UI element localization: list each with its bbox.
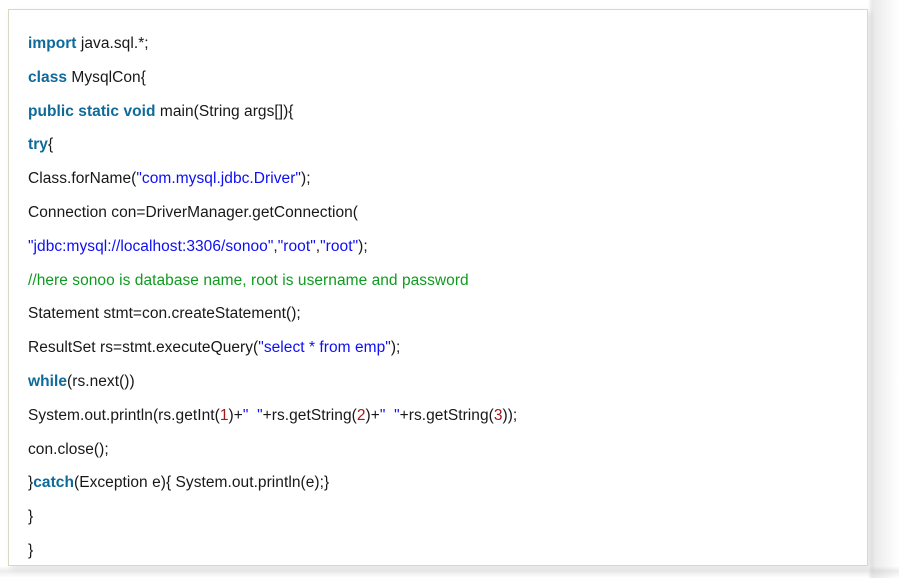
code-line: Connection con=DriverManager.getConnecti…: [28, 196, 867, 230]
code-token-keyword: try: [28, 136, 48, 154]
code-token-plain: (rs.next()): [67, 372, 135, 390]
code-token-string: "select * from emp": [258, 339, 391, 357]
code-token-number: 2: [356, 406, 366, 424]
code-line: try{: [28, 128, 867, 162]
code-token-plain: java.sql.*;: [76, 35, 149, 52]
code-line: //here sonoo is database name, root is u…: [28, 264, 867, 298]
code-token-keyword: catch: [33, 474, 74, 492]
code-line: }: [28, 500, 867, 534]
code-line: import java.sql.*;: [28, 27, 867, 61]
code-token-plain: ,: [315, 237, 321, 255]
code-line: public static void main(String args[]){: [28, 95, 867, 129]
code-line: System.out.println(rs.getInt(1)+" "+rs.g…: [28, 399, 867, 433]
code-line: }: [28, 534, 867, 565]
code-token-plain: }: [28, 541, 34, 559]
code-token-string: " ": [242, 406, 263, 424]
code-line: class MysqlCon{: [28, 61, 867, 95]
code-token-number: 1: [219, 406, 229, 424]
code-token-string: "root": [320, 237, 359, 255]
code-token-string: "root": [277, 237, 316, 255]
code-token-plain: +rs.getString(: [262, 406, 357, 424]
code-token-comment: //here sonoo is database name, root is u…: [28, 271, 469, 289]
code-token-plain: ,: [273, 237, 278, 255]
code-line: con.close();: [28, 433, 867, 467]
code-token-keyword: public static void: [28, 102, 156, 120]
code-token-plain: Class.forName(: [28, 170, 137, 188]
code-token-plain: );: [390, 339, 401, 357]
code-token-string: " ": [379, 406, 400, 424]
code-token-plain: ));: [502, 406, 518, 424]
code-token-plain: Statement stmt=con.createStatement();: [28, 305, 301, 323]
code-token-keyword: while: [28, 372, 68, 390]
code-token-plain: {: [47, 136, 54, 154]
code-token-plain: (Exception e){ System.out.println(e);}: [73, 474, 330, 492]
code-token-plain: )+: [365, 406, 380, 424]
code-line: ResultSet rs=stmt.executeQuery("select *…: [28, 331, 867, 365]
code-token-plain: main(String args[]){: [155, 102, 294, 120]
code-token-keyword: class: [28, 68, 68, 86]
code-token-plain: }: [28, 474, 34, 492]
code-token-plain: Connection con=DriverManager.getConnecti…: [28, 203, 358, 221]
code-token-string: "jdbc:mysql://localhost:3306/sonoo": [28, 237, 274, 255]
code-line: while(rs.next()): [28, 365, 867, 399]
code-line: }catch(Exception e){ System.out.println(…: [28, 466, 867, 500]
code-token-plain: ResultSet rs=stmt.executeQuery(: [28, 339, 259, 357]
code-token-plain: );: [300, 170, 311, 188]
code-line: Statement stmt=con.createStatement();: [28, 297, 867, 331]
code-line: Class.forName("com.mysql.jdbc.Driver");: [28, 162, 867, 196]
code-token-plain: con.close();: [28, 440, 109, 458]
code-token-plain: +rs.getString(: [399, 406, 494, 424]
code-line: "jdbc:mysql://localhost:3306/sonoo","roo…: [28, 230, 867, 264]
code-lines-container: import java.sql.*;class MysqlCon{public …: [9, 10, 867, 565]
code-token-number: 3: [493, 406, 503, 424]
code-token-plain: }: [28, 508, 34, 526]
code-token-plain: );: [358, 237, 368, 255]
code-token-keyword: import: [28, 35, 77, 52]
code-token-string: "com.mysql.jdbc.Driver": [136, 170, 301, 188]
code-token-plain: System.out.println(rs.getInt(: [28, 406, 220, 424]
code-token-plain: MysqlCon{: [67, 68, 146, 86]
code-snippet-box[interactable]: import java.sql.*;class MysqlCon{public …: [8, 9, 868, 566]
code-token-plain: )+: [228, 406, 243, 424]
